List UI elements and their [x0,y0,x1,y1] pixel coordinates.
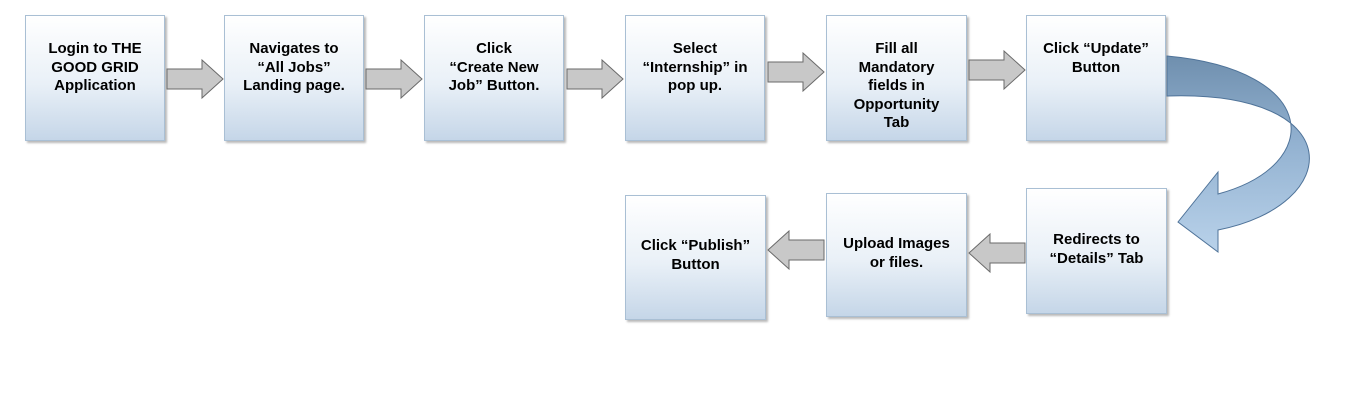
step-redirect-details: Redirects to “Details” Tab [1026,188,1167,314]
step-fill-mandatory-fields-label: Fill all Mandatory fields in Opportunity… [853,40,940,131]
step-navigate-all-jobs: Navigates to “All Jobs” Landing page. [224,15,364,141]
step-select-internship-label: Select “Internship” in pop up. [642,40,748,94]
step-click-publish-label: Click “Publish” Button [640,237,751,273]
step-redirect-details-label: Redirects to “Details” Tab [1049,231,1144,267]
step-upload-files-label: Upload Images or files. [843,235,950,271]
step-login-label: Login to THE GOOD GRID Application [48,40,142,94]
step-click-update-label: Click “Update” Button [1043,40,1149,76]
arrow-right-2 [365,58,423,100]
step-create-new-job: Click “Create New Job” Button. [424,15,564,141]
arrow-left-2 [767,229,825,271]
arrow-right-1 [166,58,224,100]
step-click-publish: Click “Publish” Button [625,195,766,320]
step-login: Login to THE GOOD GRID Application [25,15,165,141]
arrow-left-1 [968,232,1026,274]
step-navigate-all-jobs-label: Navigates to “All Jobs” Landing page. [243,40,345,94]
step-upload-files: Upload Images or files. [826,193,967,317]
step-select-internship: Select “Internship” in pop up. [625,15,765,141]
step-click-update: Click “Update” Button [1026,15,1166,141]
arrow-right-4 [767,51,825,93]
arrow-right-3 [566,58,624,100]
step-fill-mandatory-fields: Fill all Mandatory fields in Opportunity… [826,15,967,141]
step-create-new-job-label: Click “Create New Job” Button. [448,40,540,94]
arrow-right-5 [968,49,1026,91]
